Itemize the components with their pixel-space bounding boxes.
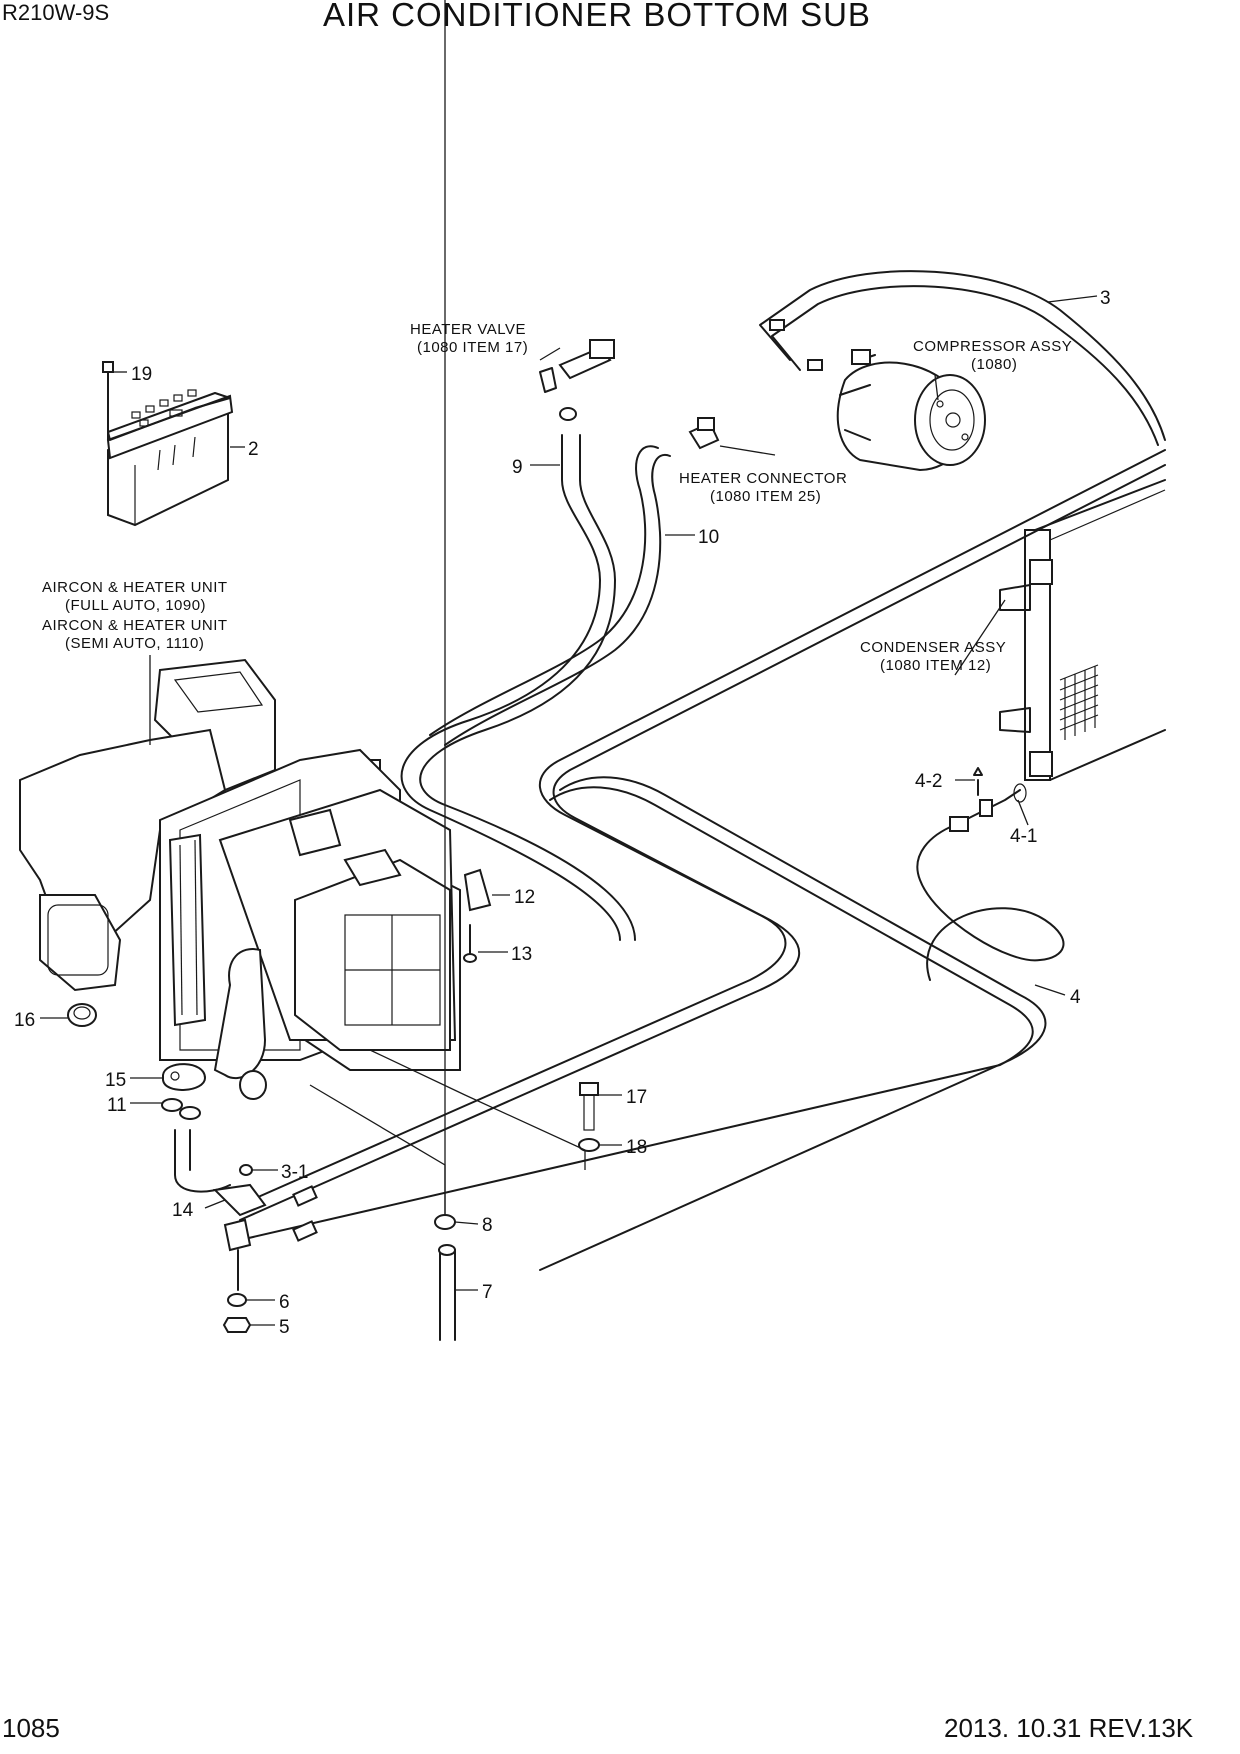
- callout-16: 16: [14, 1010, 35, 1031]
- callout-3-1: 3-1: [281, 1162, 308, 1183]
- compressor-assy: [836, 349, 986, 471]
- callout-5: 5: [279, 1317, 290, 1338]
- heater-valve-label: HEATER VALVE: [410, 321, 526, 338]
- nut-5: [222, 1317, 252, 1333]
- condenser-assy: [999, 479, 1166, 781]
- callout-7: 7: [482, 1282, 493, 1303]
- compressor-label: COMPRESSOR ASSY: [913, 338, 1072, 355]
- hose-3: [759, 270, 1166, 446]
- condenser-ref: (1080 ITEM 12): [880, 657, 991, 674]
- aircon-full-label: AIRCON & HEATER UNIT: [42, 579, 228, 596]
- washer-6: [227, 1293, 247, 1307]
- callout-2: 2: [248, 439, 259, 460]
- callout-15: 15: [105, 1070, 126, 1091]
- revision-date: 2013. 10.31 REV.13K: [944, 1713, 1194, 1743]
- callout-17: 17: [626, 1087, 647, 1108]
- leader-lines: [40, 0, 1098, 1326]
- heater-connector: [688, 417, 720, 450]
- clamp-8: [434, 1214, 456, 1230]
- hose-7: [438, 1244, 456, 1341]
- hose-10: [429, 445, 671, 746]
- model-number: R210W-9S: [2, 0, 110, 25]
- control-panel: [106, 389, 234, 527]
- callout-19: 19: [131, 364, 152, 385]
- callout-9: 9: [512, 457, 523, 478]
- hose-9: [400, 434, 636, 941]
- bracket-12: [463, 868, 492, 912]
- page-number: 1085: [2, 1713, 60, 1743]
- clamp-11: [161, 1098, 201, 1120]
- heater-connector-ref: (1080 ITEM 25): [710, 488, 821, 505]
- callout-12: 12: [514, 887, 535, 908]
- condenser-label: CONDENSER ASSY: [860, 639, 1006, 656]
- aircon-heater-unit: [19, 658, 461, 1100]
- callout-4-1: 4-1: [1010, 826, 1037, 847]
- part-15: [162, 1063, 207, 1091]
- callout-3: 3: [1100, 288, 1111, 309]
- heater-valve: [539, 339, 615, 421]
- grommet-16: [67, 1003, 97, 1027]
- bracket-14: [212, 1183, 267, 1291]
- callout-18: 18: [626, 1137, 647, 1158]
- component-labels: HEATER VALVE (1080 ITEM 17) COMPRESSOR A…: [42, 321, 1072, 674]
- callout-6: 6: [279, 1292, 290, 1313]
- callout-4: 4: [1070, 987, 1081, 1008]
- oring-3-1: [239, 1164, 253, 1176]
- callout-4-2: 4-2: [915, 771, 942, 792]
- page-title: AIR CONDITIONER BOTTOM SUB: [323, 0, 871, 33]
- callout-13: 13: [511, 944, 532, 965]
- hose-11: [174, 1129, 231, 1193]
- bolt-17: [579, 1082, 599, 1131]
- hose-4: [916, 767, 1065, 981]
- aircon-semi-ref: (SEMI AUTO, 1110): [65, 635, 204, 652]
- heater-valve-ref: (1080 ITEM 17): [417, 339, 528, 356]
- screw-19: [102, 361, 114, 441]
- callout-10: 10: [698, 527, 719, 548]
- callout-14: 14: [172, 1200, 194, 1221]
- refrigerant-lines: [239, 449, 1166, 1271]
- compressor-ref: (1080): [971, 356, 1017, 373]
- aircon-full-ref: (FULL AUTO, 1090): [65, 597, 206, 614]
- heater-connector-label: HEATER CONNECTOR: [679, 470, 847, 487]
- screw-13: [463, 924, 477, 963]
- callout-numbers: 19 2 3 9 10 4-2 4-1 4 12 13 16 15 11 3-1…: [14, 288, 1111, 1338]
- callout-8: 8: [482, 1215, 493, 1236]
- aircon-semi-label: AIRCON & HEATER UNIT: [42, 617, 228, 634]
- callout-11: 11: [107, 1095, 127, 1116]
